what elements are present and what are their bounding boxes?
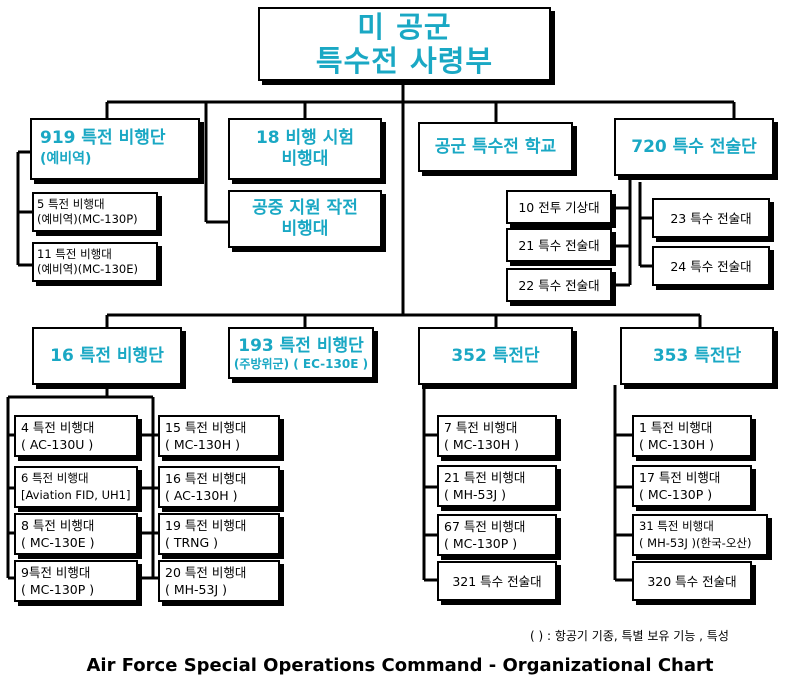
- test-18-line2: 비행대: [281, 149, 329, 169]
- st-23-box: 23 특수 전술대: [652, 198, 770, 238]
- wing-16-label: 16 특전 비행단: [50, 346, 164, 366]
- sq-31-line2: ( MH-53J )(한국-오산): [639, 536, 752, 550]
- sq-9-line1: 9특전 비행대: [21, 565, 91, 580]
- sq-20-line2: ( MH-53J ): [165, 582, 227, 597]
- group-720-box: 720 특수 전술단: [614, 118, 774, 176]
- st-321-box: 321 특수 전술대: [437, 561, 557, 601]
- sq-4-line2: ( AC-130U ): [21, 437, 94, 452]
- sq-19-line1: 19 특전 비행대: [165, 518, 247, 533]
- hq-box: 미 공군 특수전 사령부: [258, 7, 551, 81]
- sq-15-line1: 15 특전 비행대: [165, 420, 247, 435]
- sq-20-box: 20 특전 비행대 ( MH-53J ): [158, 560, 280, 602]
- wing-16-box: 16 특전 비행단: [32, 327, 182, 385]
- wx-10-label: 10 전투 기상대: [518, 199, 600, 215]
- sq-9-box: 9특전 비행대 ( MC-130P ): [14, 560, 138, 602]
- sq-21-box: 21 특전 비행대 ( MH-53J ): [437, 465, 557, 507]
- sq-16-line2: ( AC-130H ): [165, 488, 238, 503]
- sq-1-box: 1 특전 비행대 ( MC-130H ): [632, 415, 752, 457]
- test-18-line1: 18 비행 시험: [255, 128, 355, 148]
- sq-6-line2: [Aviation FID, UH1]: [21, 488, 131, 502]
- wing-193-line1: 193 특전 비행단: [238, 336, 364, 356]
- sq-5-box: 5 특전 비행대 (예비역)(MC-130P): [32, 192, 158, 232]
- group-353-label: 353 특전단: [652, 346, 742, 366]
- sq-6-line1: 6 특전 비행대: [21, 471, 89, 485]
- sq-9-line2: ( MC-130P ): [21, 582, 95, 597]
- st-321-label: 321 특수 전술대: [452, 573, 542, 589]
- sq-16-line1: 16 특전 비행대: [165, 471, 247, 486]
- st-21-label: 21 특수 전술대: [518, 237, 600, 253]
- hq-line1: 미 공군: [357, 10, 452, 44]
- wing-193-line2: (주방위군) ( EC-130E ): [233, 357, 369, 371]
- sq-8-line1: 8 특전 비행대: [21, 518, 95, 533]
- test-18-box: 18 비행 시험 비행대: [228, 118, 382, 180]
- st-23-label: 23 특수 전술대: [670, 210, 752, 226]
- sq-11-box: 11 특전 비행대 (예비역)(MC-130E): [32, 242, 158, 282]
- sq-15-box: 15 특전 비행대 ( MC-130H ): [158, 415, 280, 457]
- sq-31-line1: 31 특전 비행대: [639, 519, 714, 533]
- wing-193-box: 193 특전 비행단 (주방위군) ( EC-130E ): [228, 327, 374, 379]
- sq-15-line2: ( MC-130H ): [165, 437, 240, 452]
- sq-7-line1: 7 특전 비행대: [444, 420, 518, 435]
- sq-8-box: 8 특전 비행대 ( MC-130E ): [14, 513, 138, 555]
- sq-19-line2: ( TRNG ): [165, 535, 219, 550]
- sq-7-line2: ( MC-130H ): [444, 437, 519, 452]
- hq-line2: 특수전 사령부: [315, 44, 494, 78]
- school-box: 공군 특수전 학교: [418, 122, 573, 172]
- st-22-label: 22 특수 전술대: [518, 277, 600, 293]
- sq-20-line1: 20 특전 비행대: [165, 565, 247, 580]
- sq-67-line1: 67 특전 비행대: [444, 519, 526, 534]
- air-support-box: 공중 지원 작전 비행대: [228, 190, 382, 248]
- sq-11-line2: (예비역)(MC-130E): [37, 262, 139, 276]
- sq-5-line1: 5 특전 비행대: [37, 197, 105, 211]
- legend-footnote: ( ) : 항공기 기종, 특별 보유 기능 , 특성: [530, 629, 729, 643]
- air-support-line1: 공중 지원 작전: [252, 198, 358, 218]
- sq-7-box: 7 특전 비행대 ( MC-130H ): [437, 415, 557, 457]
- sq-67-line2: ( MC-130P ): [444, 536, 518, 551]
- chart-title: Air Force Special Operations Command - O…: [86, 655, 714, 676]
- sq-6-box: 6 특전 비행대 [Aviation FID, UH1]: [14, 466, 138, 508]
- st-21-box: 21 특수 전술대: [506, 228, 612, 262]
- sq-31-box: 31 특전 비행대 ( MH-53J )(한국-오산): [632, 514, 768, 556]
- air-support-line2: 비행대: [281, 219, 329, 239]
- sq-1-line1: 1 특전 비행대: [639, 420, 713, 435]
- st-24-label: 24 특수 전술대: [670, 258, 752, 274]
- group-352-box: 352 특전단: [418, 327, 573, 385]
- wx-10-box: 10 전투 기상대: [506, 190, 612, 224]
- sq-8-line2: ( MC-130E ): [21, 535, 95, 550]
- sq-4-box: 4 특전 비행대 ( AC-130U ): [14, 415, 138, 457]
- sq-1-line2: ( MC-130H ): [639, 437, 714, 452]
- sq-67-box: 67 특전 비행대 ( MC-130P ): [437, 514, 557, 556]
- st-24-box: 24 특수 전술대: [652, 246, 770, 286]
- group-720-label: 720 특수 전술단: [631, 136, 757, 157]
- wing-919-line2: (예비역): [40, 151, 92, 167]
- sq-17-box: 17 특전 비행대 ( MC-130P ): [632, 465, 752, 507]
- sq-21-line2: ( MH-53J ): [444, 487, 506, 502]
- st-22-box: 22 특수 전술대: [506, 268, 612, 302]
- st-320-label: 320 특수 전술대: [647, 573, 737, 589]
- st-320-box: 320 특수 전술대: [632, 561, 752, 601]
- sq-19-box: 19 특전 비행대 ( TRNG ): [158, 513, 280, 555]
- sq-11-line1: 11 특전 비행대: [37, 247, 112, 261]
- sq-5-line2: (예비역)(MC-130P): [37, 212, 138, 226]
- sq-17-line2: ( MC-130P ): [639, 487, 713, 502]
- group-352-label: 352 특전단: [451, 346, 540, 366]
- group-353-box: 353 특전단: [620, 327, 774, 385]
- wing-919-line1: 919 특전 비행단: [40, 128, 166, 148]
- sq-16-box: 16 특전 비행대 ( AC-130H ): [158, 466, 280, 508]
- school-label: 공군 특수전 학교: [434, 136, 557, 157]
- sq-17-line1: 17 특전 비행대: [639, 470, 721, 485]
- sq-21-line1: 21 특전 비행대: [444, 470, 526, 485]
- sq-4-line1: 4 특전 비행대: [21, 420, 95, 435]
- wing-919-box: 919 특전 비행단 (예비역): [30, 118, 200, 180]
